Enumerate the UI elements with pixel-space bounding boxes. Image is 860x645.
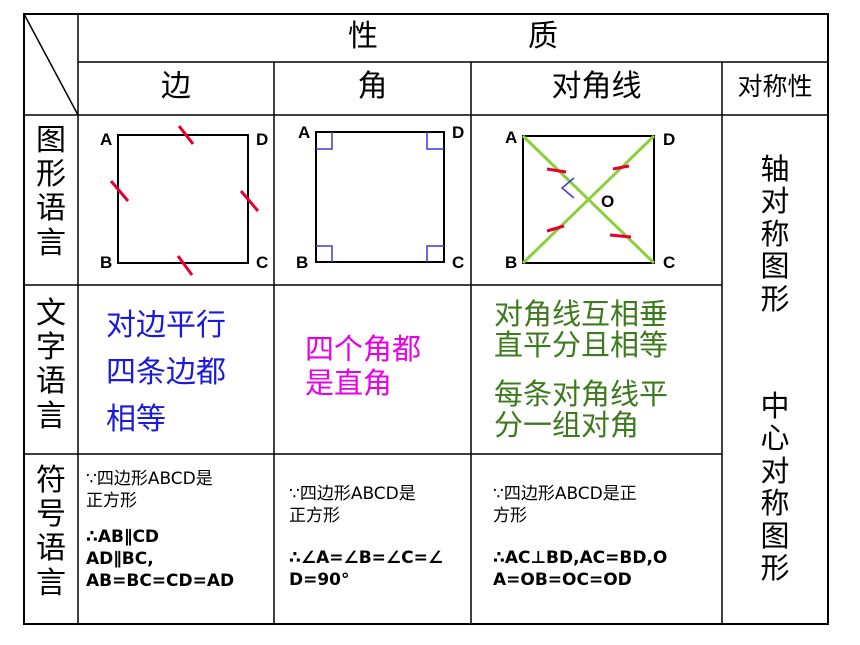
vertex-label-d: D bbox=[663, 130, 676, 149]
vertex-label-b: B bbox=[296, 253, 309, 272]
vertex-label-d: D bbox=[452, 123, 465, 142]
row-label-symbol: 符号语言 bbox=[36, 463, 66, 601]
vertex-label-b: B bbox=[505, 253, 518, 272]
symmetry-axial: 轴对称图形 bbox=[760, 152, 790, 316]
text-angle: 四个角都 是直角 bbox=[305, 332, 422, 400]
row-label-text: 文字语言 bbox=[36, 296, 66, 434]
vertex-label-a: A bbox=[505, 128, 518, 147]
symbol-diagonal: ∵四边形ABCD是正 方形 ∴AC⊥BD,AC=BD,O A=OB=OC=OD bbox=[493, 484, 668, 591]
vertex-label-a: A bbox=[298, 123, 311, 142]
center-label-o: O bbox=[601, 192, 615, 211]
header-angle: 角 bbox=[357, 69, 388, 104]
figure-side-square bbox=[109, 125, 260, 276]
vertex-label-c: C bbox=[452, 253, 465, 272]
header-diagonal: 对角线 bbox=[551, 69, 642, 104]
vertex-label-a: A bbox=[100, 130, 113, 149]
vertex-label-b: B bbox=[100, 253, 113, 272]
symbol-angle: ∵四边形ABCD是 正方形 ∴∠A=∠B=∠C=∠ D=90° bbox=[289, 484, 444, 591]
figure-angle-square bbox=[315, 131, 445, 263]
diagonals bbox=[521, 134, 656, 265]
symmetry-central: 中心对称图形 bbox=[760, 389, 790, 586]
header-properties: 性 质 bbox=[348, 19, 558, 54]
vertex-label-c: C bbox=[256, 253, 269, 272]
header-side: 边 bbox=[161, 69, 191, 104]
text-diagonal: 对角线互相垂 直平分且相等 每条对角线平 分一组对角 bbox=[494, 297, 669, 442]
equal-side-tick-marks bbox=[109, 125, 260, 276]
symbol-side: ∵四边形ABCD是 正方形 ∴AB∥CD AD∥BC, AB=BC=CD=AD bbox=[86, 469, 235, 592]
figure-diagonal-square bbox=[521, 134, 656, 265]
right-angle-marks bbox=[316, 132, 444, 262]
vertex-label-d: D bbox=[256, 130, 269, 149]
row-label-figure: 图形语言 bbox=[36, 123, 66, 261]
header-symmetry: 对称性 bbox=[737, 72, 813, 101]
text-side: 对边平行 四条边都 相等 bbox=[106, 308, 226, 437]
equal-diagonal-tick-marks bbox=[546, 164, 632, 239]
perpendicular-mark bbox=[560, 177, 575, 199]
vertex-label-c: C bbox=[663, 253, 676, 272]
